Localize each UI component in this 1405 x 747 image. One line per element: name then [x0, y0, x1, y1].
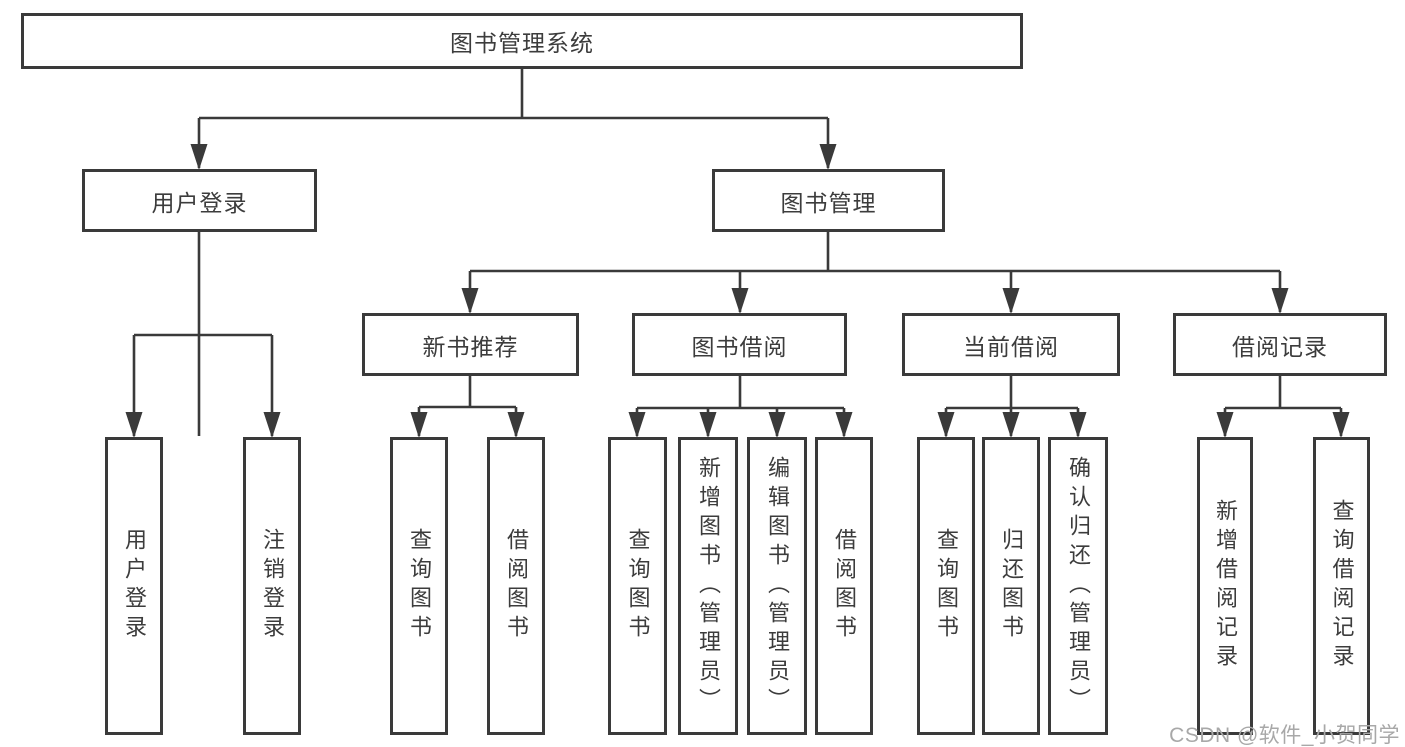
leaf-query-books-1: 查询图书 — [390, 437, 448, 735]
arrow-head — [699, 412, 717, 438]
node-current-borrow: 当前借阅 — [902, 313, 1120, 376]
arrow-head — [819, 144, 837, 170]
leaf-return-books: 归还图书 — [982, 437, 1040, 735]
arrow-head — [937, 412, 955, 438]
arrow-head — [731, 288, 749, 314]
node-book-management: 图书管理 — [712, 169, 945, 232]
arrow-head — [507, 412, 525, 438]
node-borrow-records: 借阅记录 — [1173, 313, 1387, 376]
arrow-head — [628, 412, 646, 438]
arrow-head — [1216, 412, 1234, 438]
arrow-head — [1271, 288, 1289, 314]
leaf-logout: 注销登录 — [243, 437, 301, 735]
leaf-borrow-books-2: 借阅图书 — [815, 437, 873, 735]
arrow-head — [835, 412, 853, 438]
leaf-query-books-3: 查询图书 — [917, 437, 975, 735]
leaf-query-borrow-record: 查询借阅记录 — [1313, 437, 1370, 735]
leaf-query-books-2: 查询图书 — [608, 437, 667, 735]
leaf-user-login: 用户登录 — [105, 437, 163, 735]
arrow-head — [1002, 288, 1020, 314]
arrowheads — [125, 144, 1350, 438]
leaf-add-books-admin: 新增图书（管理员） — [678, 437, 738, 735]
leaf-borrow-books-1: 借阅图书 — [487, 437, 545, 735]
arrow-head — [410, 412, 428, 438]
arrow-head — [1332, 412, 1350, 438]
arrow-head — [768, 412, 786, 438]
arrow-head — [461, 288, 479, 314]
arrow-head — [125, 412, 143, 438]
node-new-book-recommend: 新书推荐 — [362, 313, 579, 376]
leaf-add-borrow-record: 新增借阅记录 — [1197, 437, 1253, 735]
leaf-edit-books-admin: 编辑图书（管理员） — [747, 437, 807, 735]
node-book-borrow: 图书借阅 — [632, 313, 847, 376]
node-user-login: 用户登录 — [82, 169, 317, 232]
arrow-head — [1069, 412, 1087, 438]
node-root: 图书管理系统 — [21, 13, 1023, 69]
arrow-head — [263, 412, 281, 438]
arrow-head — [190, 144, 208, 170]
arrow-head — [1002, 412, 1020, 438]
watermark: CSDN @软件_小贺同学 — [1169, 724, 1400, 747]
tree-connector-path — [132, 68, 1343, 436]
leaf-confirm-return-admin: 确认归还（管理员） — [1048, 437, 1108, 735]
